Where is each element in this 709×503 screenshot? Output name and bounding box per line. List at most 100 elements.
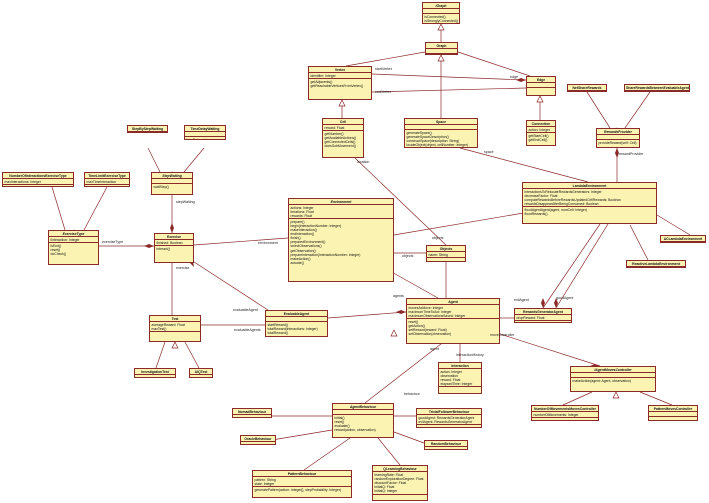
operation: interact() (156, 246, 170, 251)
class-name: Interaction (439, 363, 481, 370)
attribute: state: Integer (254, 481, 275, 486)
operation: evaluate() (334, 423, 350, 428)
operation: floodAgentAgent(agent, numCell: Integer) (524, 207, 588, 212)
class-stepbystep: StepByStepWaiting (127, 125, 168, 133)
operation: getReachableVerticesFromVertex() (310, 83, 364, 88)
attributes-compartment: interactionsToRelocateRewardsGenerators:… (523, 189, 656, 208)
class-name: Exercise (155, 234, 193, 241)
class-randombeh: RandomBehaviour (424, 440, 468, 450)
operation: locateObject(object, cellNumber: Integer… (406, 142, 469, 147)
attribute: reward: Float (324, 125, 345, 130)
operations-compartment: floodAgentAgent(agent, numCell: Integer)… (523, 207, 656, 216)
attributes-compartment (405, 125, 477, 131)
role-label: exerciseType (102, 240, 124, 244)
attribute: numberOfMovements: Integer (533, 412, 579, 417)
operation: initial() (334, 415, 345, 420)
operation: begin(interactionNumber: Integer) (290, 223, 342, 228)
class-name: Connection (527, 121, 555, 128)
role-label: objects (432, 236, 444, 240)
operation: startReward() (267, 322, 289, 327)
class-name: Vertex (309, 67, 371, 74)
class-name: AIQTest (190, 369, 212, 376)
class-name: LambdaEnvironment (523, 183, 656, 190)
operation: reward(action, observation) (334, 427, 376, 432)
attribute: elapsedTime: Integer (440, 381, 473, 386)
attributes-compartment (597, 135, 639, 141)
operation: reset() (408, 319, 419, 324)
edge-lambda-ac (656, 214, 691, 236)
operations-compartment: startReward()totalReward(interactions: I… (266, 322, 327, 335)
attributes-compartment (426, 49, 457, 54)
attribute: identifier: Integer (310, 73, 336, 78)
role-label: space (484, 150, 494, 154)
operation: prepareInteraction(interactionNumber: In… (290, 252, 361, 257)
edge-evaluable-agent (327, 311, 407, 319)
operations-compartment (515, 321, 571, 322)
attributes-compartment: maxTimeInteraction (85, 179, 129, 186)
operations-compartment (527, 88, 555, 92)
attributes-compartment: finished: Boolean (155, 240, 193, 247)
generalization-arrow (536, 95, 544, 103)
operation: preparedEnvironment() (290, 240, 326, 245)
role-label: interactionHistory (456, 353, 484, 357)
edge-exercise-env (193, 237, 289, 246)
operation: timeDelay: Integer (186, 137, 215, 140)
operations-compartment: reset()getAction()setReward(reward: Floa… (407, 319, 499, 336)
composition-diamond (144, 244, 154, 248)
operation: getObservation() (290, 248, 316, 253)
operation: totalReward() (267, 330, 288, 335)
attributes-compartment (333, 410, 393, 416)
attribute: name: String (428, 252, 448, 257)
generalization-arrow (171, 341, 179, 349)
operations-compartment: timeDelay: Integer (185, 137, 225, 140)
generalization-arrow (437, 23, 445, 31)
role-label: evaluableAgent (233, 308, 258, 312)
attributes-compartment: maxInteractions: Integer (3, 179, 73, 186)
attribute: maxTest() (151, 326, 167, 331)
attribute: reward: Float (440, 377, 461, 382)
class-name: ACLambdaEnvironment (661, 236, 705, 242)
composition-diamond (170, 223, 174, 233)
operations-compartment: prepare()begin(interactionNumber: Intege… (289, 219, 393, 265)
class-name: Space (405, 119, 477, 126)
attribute: interactionsToRelocateRewardsGenerators:… (524, 189, 602, 194)
operation: getStartCell() (528, 133, 549, 138)
attribute: action: Integer (440, 369, 463, 374)
edge-timelimit-et (83, 186, 108, 231)
operation: actuate() (290, 260, 304, 265)
generalization-arrow (390, 329, 398, 337)
attribute: evilAgent: RewardsGeneratorAgent (418, 419, 472, 424)
operations-compartment (150, 332, 200, 336)
composition-diamond (615, 148, 619, 158)
composition-diamond (541, 298, 545, 308)
edge-aiq-test (184, 341, 200, 369)
edge-vertex-graph (345, 51, 426, 67)
attribute: finished: Boolean (156, 240, 183, 245)
class-name: RandomBehaviour (425, 441, 467, 448)
attribute: rewards: Float (290, 213, 312, 218)
operations-compartment (417, 425, 481, 427)
edge-vertex-edge-start (371, 73, 527, 81)
attribute: learningRate: Float (374, 472, 404, 477)
attribute: iterations: Float (290, 209, 314, 214)
operations-compartment: generatePattern(action: Integer[], stepP… (253, 487, 351, 492)
operations-compartment: makeAction(agent: Agent, observation) (571, 378, 655, 383)
attributes-compartment (649, 412, 697, 418)
edge-oracle-beh (271, 429, 333, 441)
operation: getAction() (408, 323, 425, 328)
class-name: ReactiveLambdaEnvironment (627, 261, 685, 267)
class-nomadbeh: NomadBehaviour (232, 408, 272, 418)
attributes-compartment (241, 442, 275, 444)
class-name: NumberOfInteractionsExerciseType (3, 173, 73, 180)
